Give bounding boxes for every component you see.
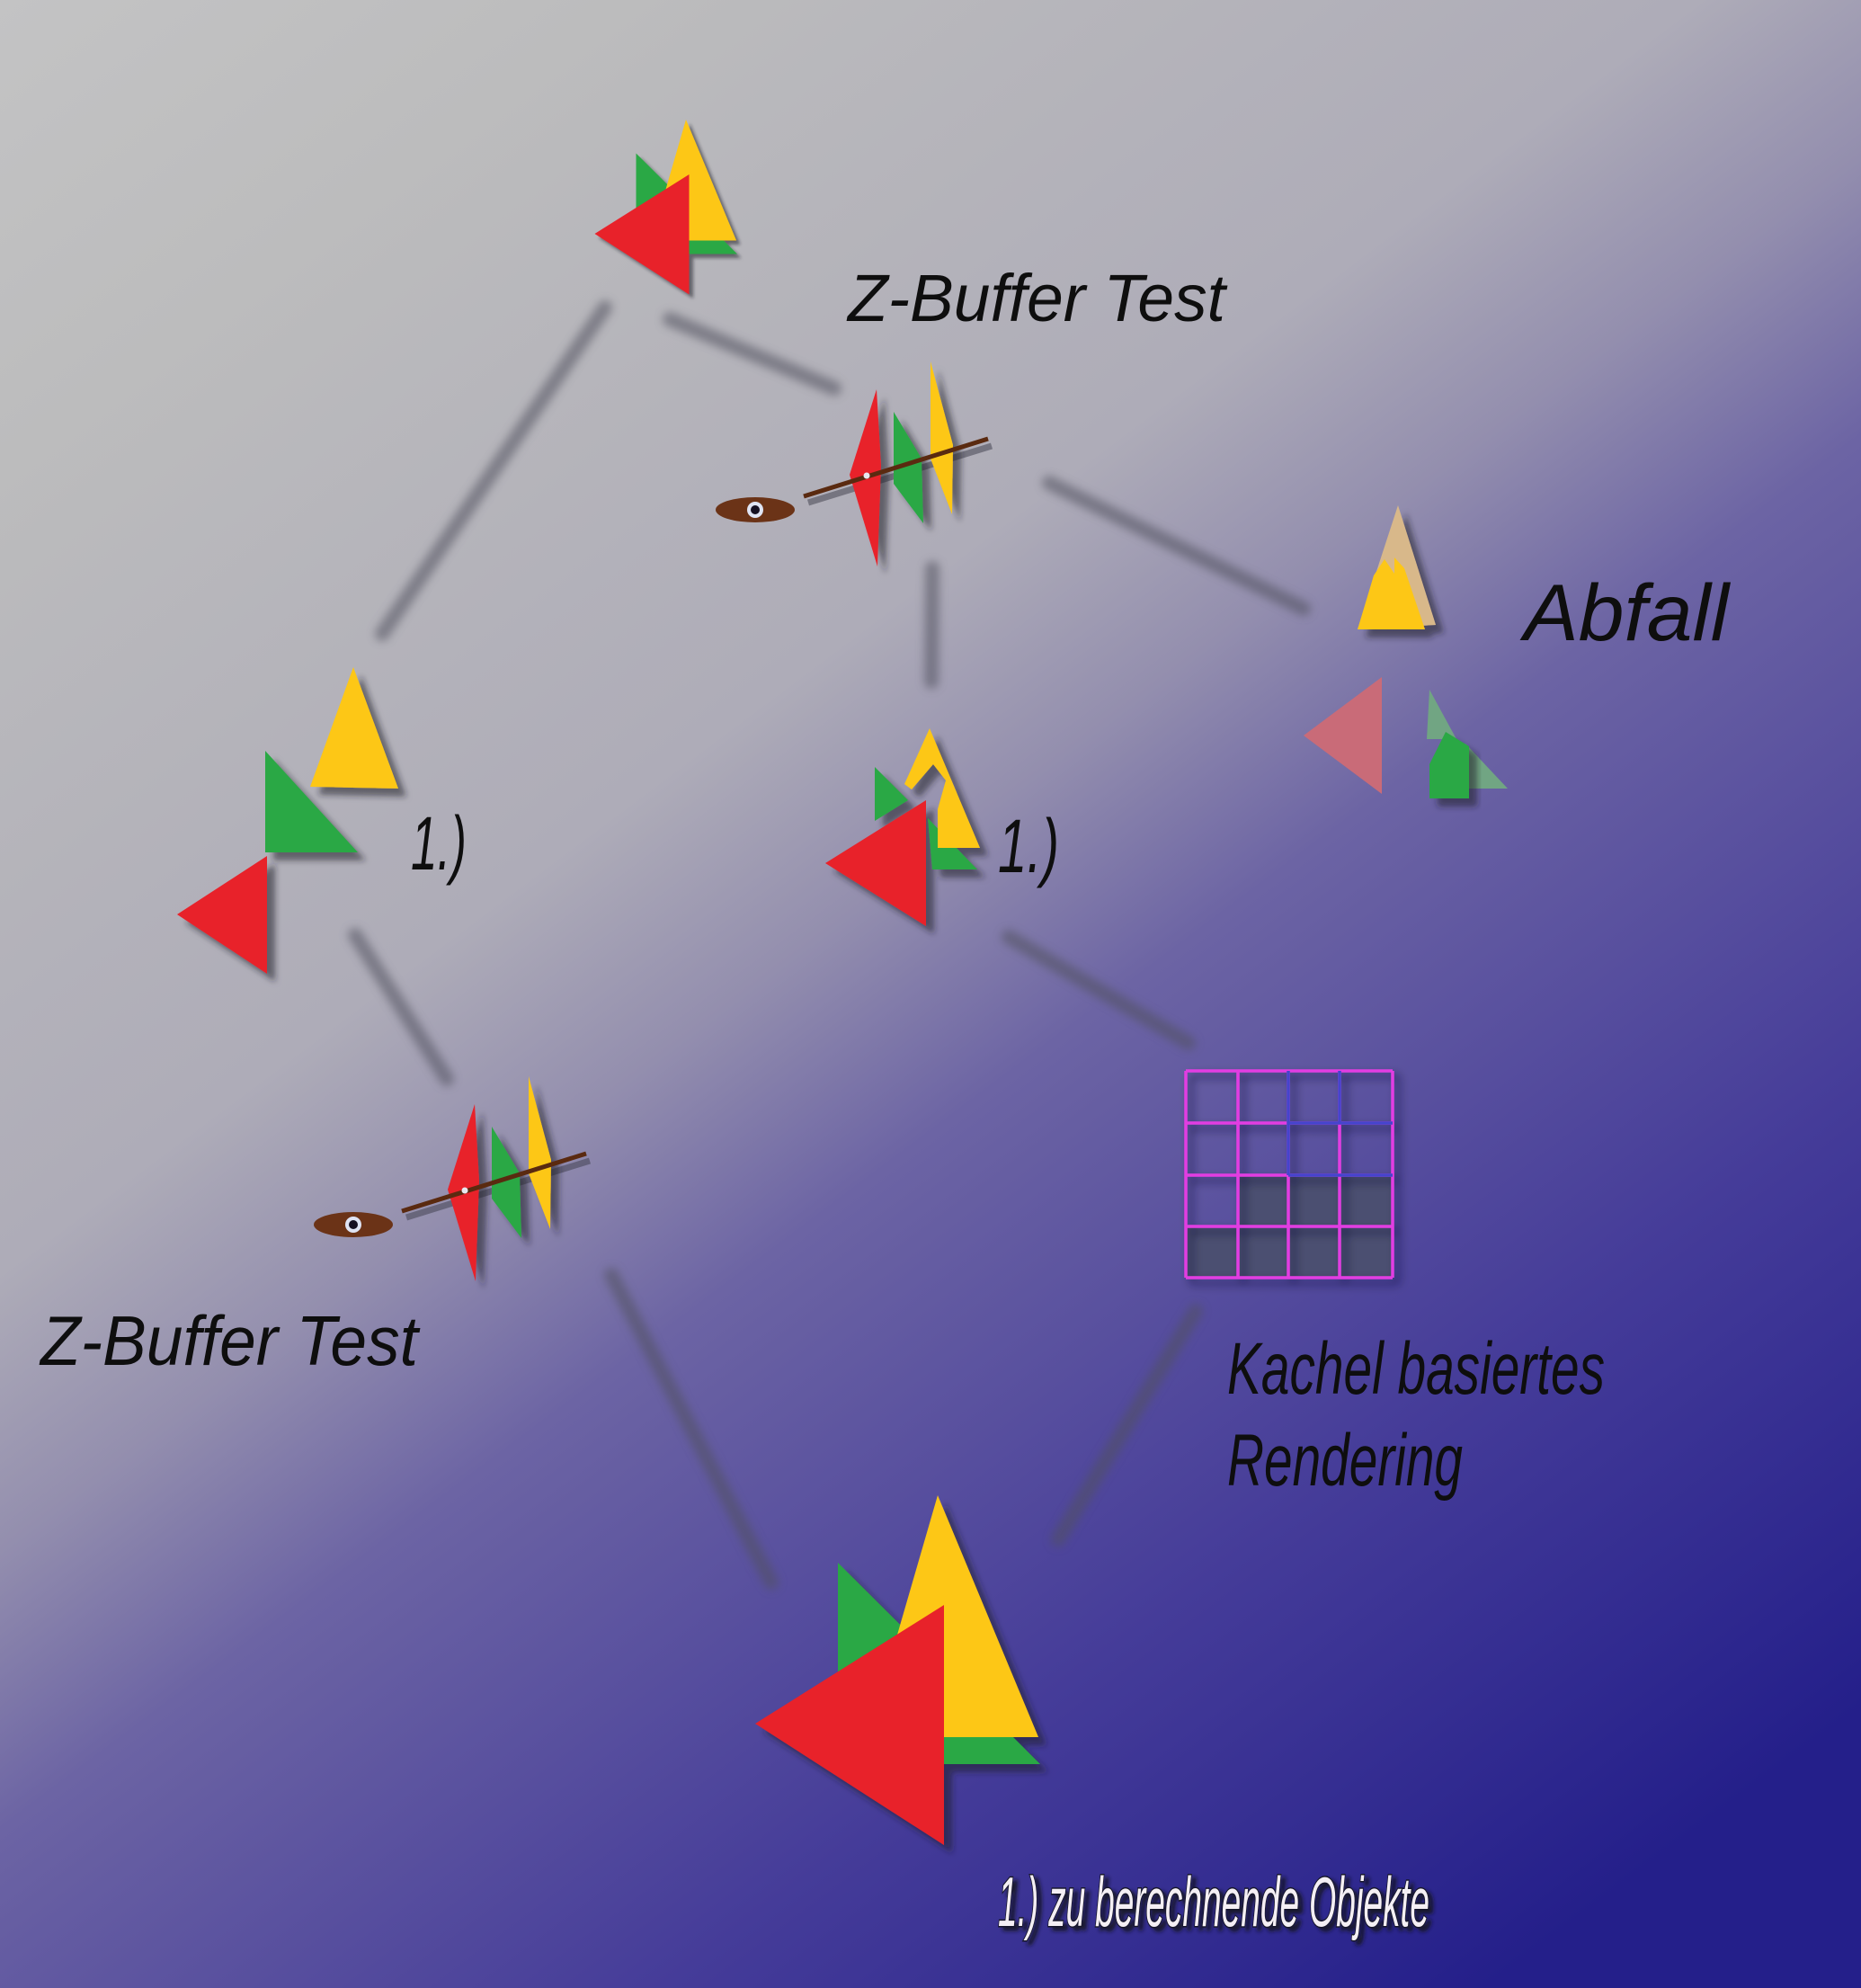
- label-abfall: Abfall: [1519, 567, 1731, 657]
- label-kachel-line1: Kachel basiertes: [1227, 1328, 1605, 1410]
- connector-objects-to-grid: [1051, 1304, 1203, 1547]
- label-zbuffer-test-top: Z-Buffer Test: [846, 261, 1228, 335]
- triangle-red: [177, 856, 267, 974]
- connector-lines: [348, 300, 1311, 1590]
- connector-result-to-grid: [1002, 930, 1196, 1050]
- label-legend-objects: 1.) zu berechnende Objekte: [998, 1862, 1429, 1941]
- grid-highlight-lines: [1287, 1071, 1393, 1177]
- connector-top-to-left: [375, 300, 612, 641]
- abfall-red-faded-triangle: [1304, 677, 1382, 794]
- tile-grid: [1184, 1069, 1394, 1279]
- abfall-green-faded-top: [1427, 690, 1456, 739]
- cluster-objects-left: [177, 667, 398, 974]
- connector-sideview-to-result: [924, 561, 939, 689]
- triangle-green: [265, 751, 358, 852]
- tile-row3: [1238, 1175, 1393, 1226]
- label-step-left: 1.): [411, 801, 467, 886]
- abfall-green-faded-right: [1465, 744, 1508, 789]
- abfall-yellow-fragment: [1358, 557, 1425, 629]
- connector-sideview2-to-objects: [604, 1268, 779, 1590]
- abfall-green-fragment: [1429, 732, 1469, 798]
- abfall-group: [1304, 505, 1508, 798]
- connector-sideview-to-abfall: [1042, 476, 1311, 616]
- label-step-center: 1.): [998, 804, 1059, 888]
- label-kachel-line2: Rendering: [1227, 1420, 1463, 1502]
- connector-left-to-sideview2: [348, 928, 454, 1086]
- label-zbuffer-test-bottom: Z-Buffer Test: [39, 1301, 421, 1380]
- triangle-yellow: [310, 667, 398, 789]
- connector-top-to-sideview: [663, 312, 841, 396]
